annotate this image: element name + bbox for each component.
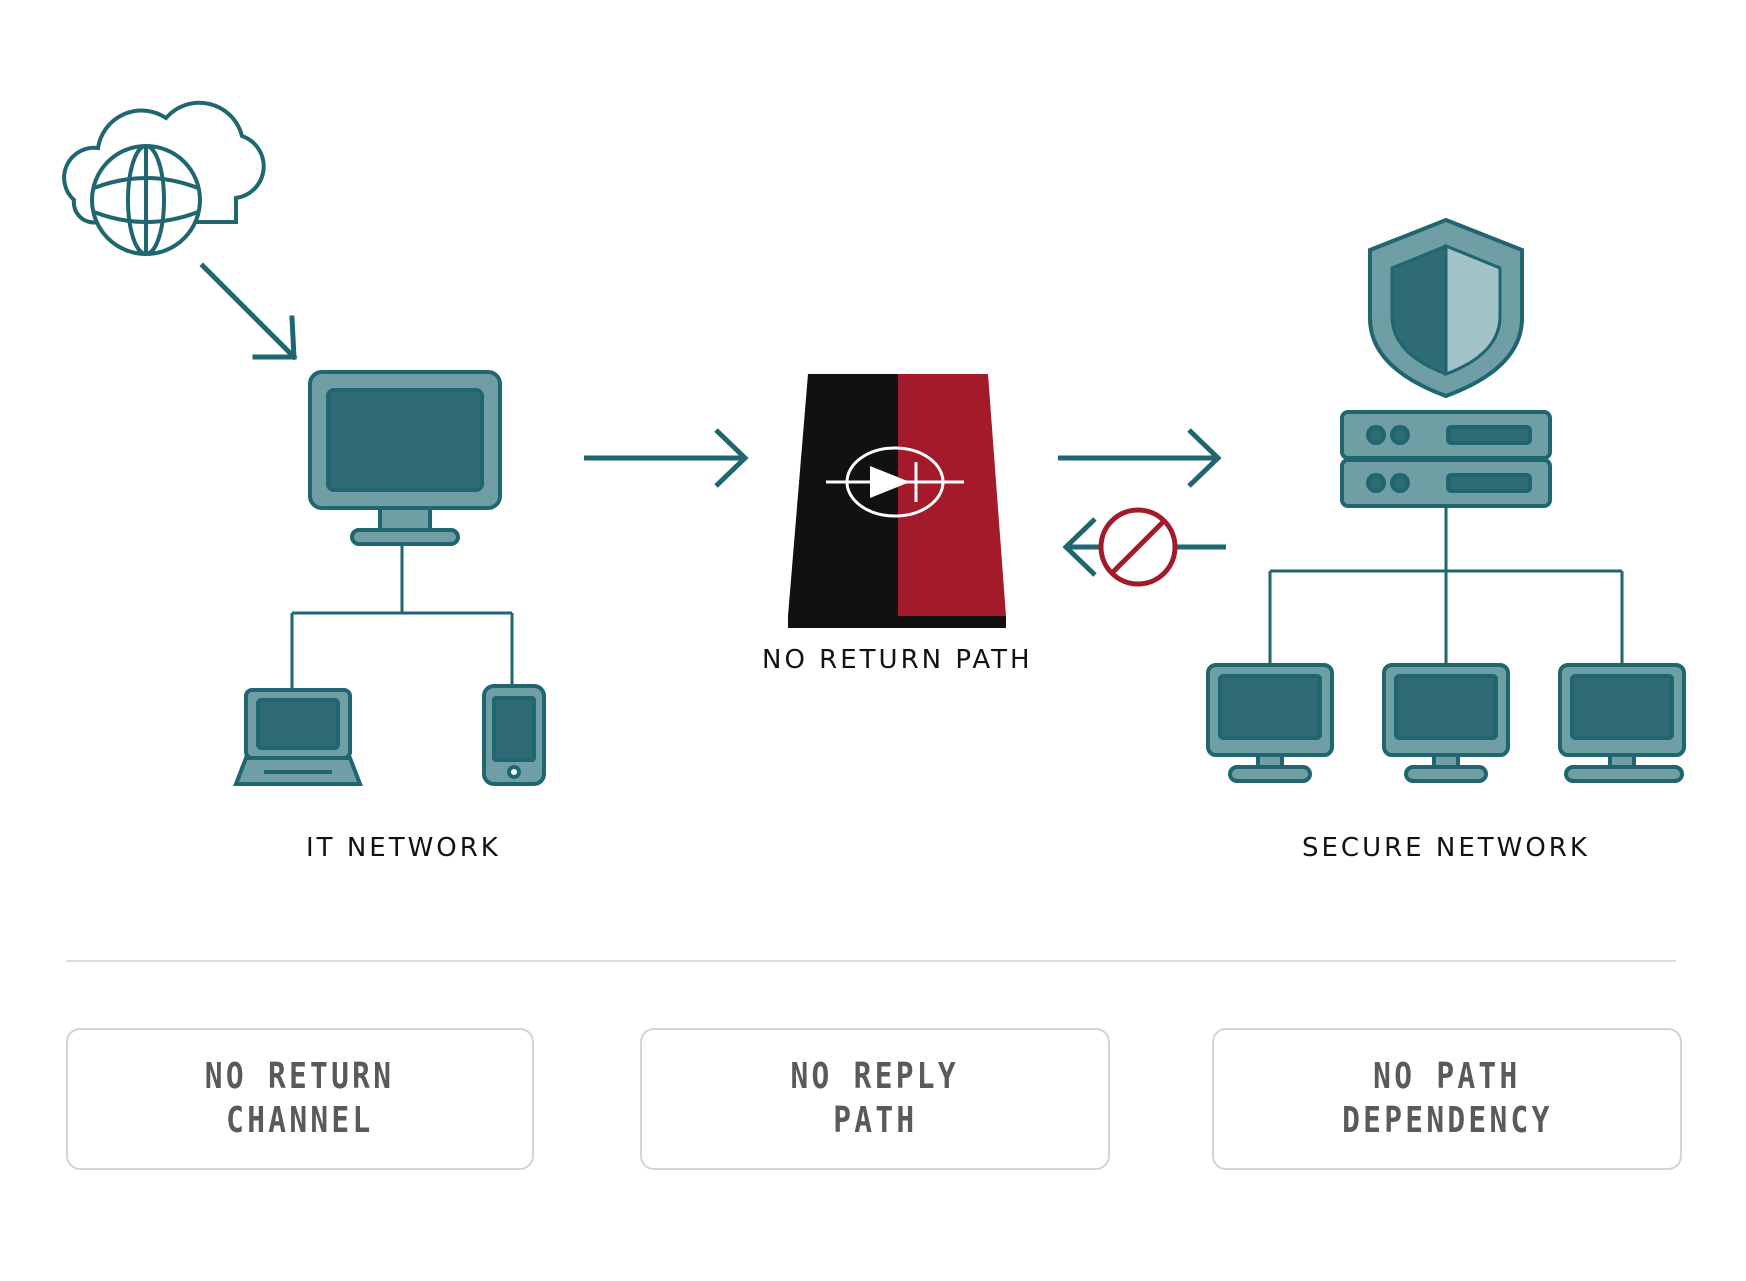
forward-arrow-to-secure <box>1058 428 1222 488</box>
card-no-reply-path: NO REPLY PATH <box>640 1028 1110 1170</box>
card-line: NO REPLY <box>790 1056 960 1097</box>
globe-cloud-icon <box>62 100 266 256</box>
no-return-path-label: NO RETURN PATH <box>762 645 1033 675</box>
card-line: NO PATH <box>1373 1056 1521 1097</box>
monitor-icon <box>1382 663 1510 783</box>
monitor-icon <box>1206 663 1334 783</box>
section-divider <box>66 960 1676 962</box>
card-no-return-channel: NO RETURN CHANNEL <box>66 1028 534 1170</box>
it-network-tree <box>290 544 514 690</box>
secure-network-label: SECURE NETWORK <box>1302 833 1590 863</box>
forward-arrow-to-diode <box>584 428 749 488</box>
shield-icon <box>1368 217 1524 399</box>
laptop-icon <box>233 688 363 786</box>
card-line: DEPENDENCY <box>1341 1100 1553 1141</box>
it-network-label: IT NETWORK <box>306 833 501 863</box>
server-rack-icon <box>1340 410 1552 508</box>
card-line: CHANNEL <box>226 1100 374 1141</box>
secure-network-tree <box>1268 506 1624 665</box>
blocked-icon <box>1098 507 1178 587</box>
data-diode-icon <box>788 374 1006 628</box>
monitor-icon <box>1558 663 1686 783</box>
smartphone-icon <box>482 684 546 786</box>
card-line: NO RETURN <box>205 1056 395 1097</box>
inbound-arrow <box>199 262 298 361</box>
card-no-path-dependency: NO PATH DEPENDENCY <box>1212 1028 1682 1170</box>
desktop-monitor-icon <box>308 370 502 546</box>
card-line: PATH <box>832 1100 918 1141</box>
